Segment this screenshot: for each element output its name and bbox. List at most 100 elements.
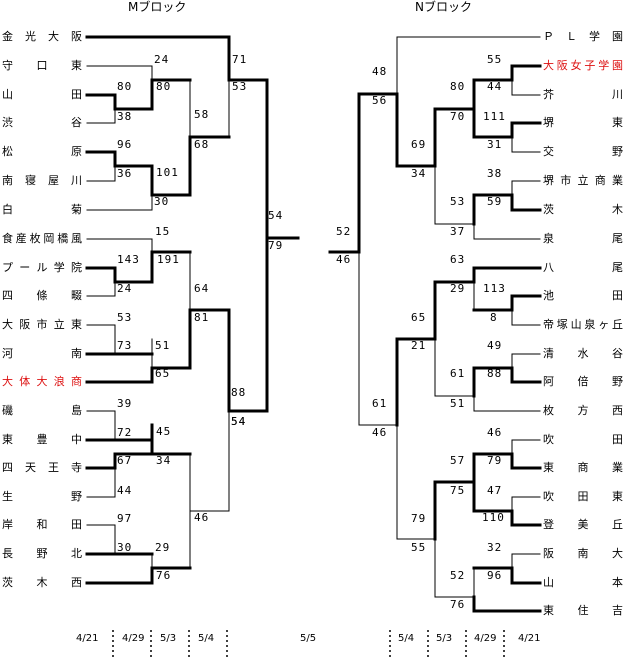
- m-team-name: 大阪市立東: [2, 318, 82, 331]
- score-label: 69: [411, 138, 427, 151]
- score-label: 58: [194, 108, 210, 121]
- score-label: 97: [117, 512, 133, 525]
- score-label: 34: [411, 167, 427, 180]
- score-label: 80: [156, 80, 172, 93]
- score-label: 67: [117, 454, 133, 467]
- score-label: 88: [487, 367, 503, 380]
- score-label: 36: [117, 167, 133, 180]
- round-date: 5/3: [436, 633, 453, 644]
- score-label: 38: [487, 167, 503, 180]
- score-label: 29: [155, 541, 171, 554]
- score-label: 52: [336, 225, 352, 238]
- round-date: 4/29: [474, 633, 497, 644]
- n-team-name: 山本: [543, 576, 623, 589]
- m-team-name: 岸和田: [2, 518, 82, 531]
- m-block-title: Mブロック: [128, 0, 187, 14]
- m-team-name: 守口東: [2, 59, 82, 72]
- m-team-name: 白菊: [2, 203, 82, 216]
- n-team-name: 吹田東: [543, 490, 623, 503]
- n-team-name: 芥川: [543, 88, 623, 101]
- m-team-name: 四天王寺: [2, 461, 82, 474]
- score-label: 65: [411, 311, 427, 324]
- score-label: 46: [487, 426, 503, 439]
- round-date: 5/4: [198, 633, 215, 644]
- m-team-name: 東豊中: [2, 433, 82, 446]
- m-team-name: プール学院: [2, 261, 82, 274]
- score-label: 38: [117, 110, 133, 123]
- n-team-name: 東住吉: [543, 604, 623, 617]
- score-label: 30: [154, 195, 170, 208]
- score-label: 32: [487, 541, 503, 554]
- m-team-name: 河南: [2, 347, 82, 360]
- score-label: 80: [450, 80, 466, 93]
- score-label: 54: [231, 415, 247, 428]
- score-label: 56: [372, 94, 388, 107]
- score-label: 57: [450, 454, 466, 467]
- score-label: 54: [231, 415, 247, 428]
- score-label: 61: [450, 367, 466, 380]
- m-team-name: 長野北: [2, 547, 82, 560]
- score-label: 51: [450, 397, 466, 410]
- score-label: 73: [117, 339, 133, 352]
- n-team-name: 八尾: [543, 261, 623, 274]
- n-team-name: 登美丘: [543, 518, 623, 531]
- score-label: 21: [411, 339, 427, 352]
- score-label: 46: [194, 511, 210, 524]
- score-label: 75: [450, 484, 466, 497]
- score-label: 53: [450, 195, 466, 208]
- score-label: 71: [232, 53, 248, 66]
- score-label: 53: [117, 311, 133, 324]
- score-label: 46: [336, 253, 352, 266]
- score-label: 61: [372, 397, 388, 410]
- score-label: 88: [231, 386, 247, 399]
- score-label: 44: [117, 484, 133, 497]
- m-team-name: 四條畷: [2, 289, 82, 302]
- score-label: 59: [487, 195, 503, 208]
- round-date: 5/4: [398, 633, 415, 644]
- n-team-name: 枚方西: [543, 404, 623, 417]
- round-date: 4/21: [76, 633, 99, 644]
- n-team-name: 池田: [543, 289, 623, 302]
- score-label: 52: [450, 569, 466, 582]
- n-team-name: 茨木: [543, 203, 623, 216]
- score-label: 111: [483, 110, 506, 123]
- score-label: 54: [268, 209, 284, 222]
- score-label: 72: [117, 426, 133, 439]
- n-team-name: 大阪女子学園: [543, 59, 623, 72]
- score-label: 80: [117, 80, 133, 93]
- n-team-name: 吹田: [543, 433, 623, 446]
- score-label: 30: [117, 541, 133, 554]
- round-date: 5/3: [160, 633, 177, 644]
- score-label: 79: [268, 239, 284, 252]
- m-team-name: 金光大阪: [2, 30, 82, 43]
- score-label: 63: [450, 253, 466, 266]
- n-team-name: 阪南大: [543, 547, 623, 560]
- n-team-name: 交野: [543, 145, 623, 158]
- score-label: 81: [194, 311, 210, 324]
- m-team-name: 食産枚岡橋風: [2, 232, 82, 245]
- score-label: 39: [117, 397, 133, 410]
- score-label: 37: [450, 225, 466, 238]
- round-date: 4/29: [122, 633, 145, 644]
- n-team-name: 阿倍野: [543, 375, 623, 388]
- score-label: 143: [117, 253, 140, 266]
- m-team-name: 南寝屋川: [2, 174, 82, 187]
- n-team-name: 帝塚山泉ヶ丘: [543, 318, 623, 331]
- score-label: 51: [155, 339, 171, 352]
- score-label: 48: [372, 65, 388, 78]
- score-label: 47: [487, 484, 503, 497]
- score-label: 191: [157, 253, 180, 266]
- score-label: 55: [411, 541, 427, 554]
- score-label: 31: [487, 138, 503, 151]
- score-label: 79: [411, 512, 427, 525]
- n-team-name: 堺東: [543, 116, 623, 129]
- m-team-name: 松原: [2, 145, 82, 158]
- score-label: 79: [487, 454, 503, 467]
- score-label: 29: [450, 282, 466, 295]
- score-label: 15: [155, 225, 171, 238]
- m-team-name: 磯島: [2, 404, 82, 417]
- n-team-name: 堺市立商業: [543, 174, 623, 187]
- score-label: 113: [483, 282, 506, 295]
- score-label: 76: [450, 598, 466, 611]
